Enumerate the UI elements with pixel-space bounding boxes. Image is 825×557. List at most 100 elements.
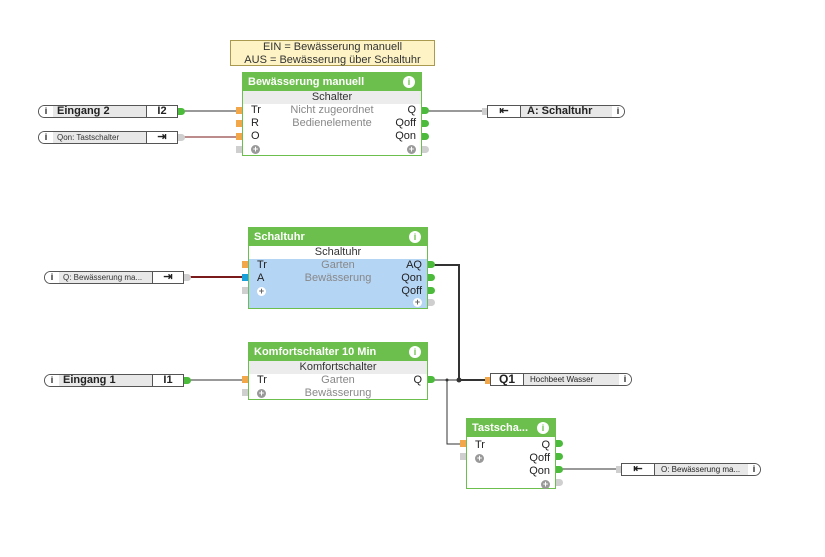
input-pin-tr[interactable] bbox=[242, 376, 248, 383]
output-pin-add[interactable] bbox=[556, 479, 563, 486]
input-ref-icon: ⇥ bbox=[152, 272, 183, 283]
output-label: A: Schaltuhr bbox=[527, 106, 593, 117]
info-icon[interactable]: i bbox=[45, 375, 59, 386]
output-label: Qoff bbox=[529, 452, 550, 464]
block-title: Schaltuhr bbox=[254, 231, 305, 243]
input-pin-tr[interactable] bbox=[242, 261, 248, 268]
add-input-icon[interactable]: + bbox=[475, 452, 484, 463]
output-pin-qoff[interactable] bbox=[428, 287, 435, 294]
output-pin[interactable] bbox=[184, 377, 191, 384]
assignment-label: Garten bbox=[321, 374, 355, 386]
output-label: Qoff bbox=[401, 285, 422, 297]
input-pin-tr[interactable] bbox=[236, 107, 242, 114]
input-label: Q: Bewässerung ma... bbox=[59, 272, 152, 283]
add-output-icon[interactable]: + bbox=[541, 478, 550, 489]
output-pin-qoff[interactable] bbox=[422, 120, 429, 127]
block-type: Komfortschalter bbox=[249, 361, 427, 374]
output-label: Qon bbox=[401, 272, 422, 284]
output-code: Q1 bbox=[491, 373, 524, 385]
output-o-bewaesserung[interactable]: ⇤ O: Bewässerung ma... i bbox=[621, 463, 761, 476]
input-pin-a[interactable] bbox=[242, 274, 248, 281]
input-code: I1 bbox=[152, 375, 183, 386]
input-pin-add[interactable] bbox=[242, 287, 248, 294]
input-eingang-2[interactable]: i Eingang 2 I2 bbox=[38, 105, 178, 118]
output-a-schaltuhr[interactable]: ⇤ A: Schaltuhr i bbox=[487, 105, 625, 118]
output-pin-add[interactable] bbox=[428, 299, 435, 306]
output-label: Qoff bbox=[395, 117, 416, 129]
info-icon[interactable]: i bbox=[403, 76, 415, 88]
info-icon[interactable]: i bbox=[409, 231, 421, 243]
input-label: Tr bbox=[251, 104, 261, 116]
assignment-label: Bedienelemente bbox=[292, 117, 372, 129]
input-label: Eingang 1 bbox=[59, 375, 152, 386]
note-line-2: AUS = Bewässerung über Schaltuhr bbox=[244, 54, 421, 66]
info-icon[interactable]: i bbox=[748, 464, 760, 475]
add-input-icon[interactable]: + bbox=[257, 387, 266, 398]
input-label: O bbox=[251, 130, 260, 142]
add-input-icon[interactable]: + bbox=[251, 143, 260, 154]
output-ref-icon: ⇤ bbox=[622, 464, 655, 475]
output-label: AQ bbox=[406, 259, 422, 271]
output-pin-q[interactable] bbox=[422, 107, 429, 114]
block-title: Komfortschalter 10 Min bbox=[254, 346, 377, 358]
output-pin[interactable] bbox=[178, 134, 185, 141]
add-output-icon[interactable]: + bbox=[407, 143, 416, 154]
block-title: Tastscha... bbox=[472, 422, 529, 434]
input-label: R bbox=[251, 117, 259, 129]
output-pin-q[interactable] bbox=[428, 376, 435, 383]
output-label: O: Bewässerung ma... bbox=[661, 465, 741, 474]
input-pin-add[interactable] bbox=[242, 389, 248, 396]
output-label: Hochbeet Wasser bbox=[530, 375, 594, 384]
note-line-1: EIN = Bewässerung manuell bbox=[262, 41, 403, 53]
output-pin[interactable] bbox=[178, 108, 185, 115]
add-output-icon[interactable]: + bbox=[413, 296, 422, 307]
input-pin-add[interactable] bbox=[236, 146, 242, 153]
info-icon[interactable]: i bbox=[39, 106, 53, 117]
input-pin[interactable] bbox=[616, 466, 622, 473]
block-title: Bewässerung manuell bbox=[248, 76, 365, 88]
info-icon[interactable]: i bbox=[409, 346, 421, 358]
output-ref-icon: ⇤ bbox=[488, 106, 521, 117]
input-q-bewaesserung[interactable]: i Q: Bewässerung ma... ⇥ bbox=[44, 271, 184, 284]
output-pin-qon[interactable] bbox=[556, 466, 563, 473]
add-input-icon[interactable]: + bbox=[257, 285, 266, 296]
comment-note[interactable]: EIN = Bewässerung manuell AUS = Bewässer… bbox=[230, 40, 435, 66]
output-pin-add[interactable] bbox=[422, 146, 429, 153]
input-pin-tr[interactable] bbox=[460, 440, 466, 447]
block-type: Schalter bbox=[243, 91, 421, 104]
output-q1[interactable]: Q1 Hochbeet Wasser i bbox=[490, 373, 632, 386]
info-icon[interactable]: i bbox=[612, 106, 624, 117]
wire-komfort-tast bbox=[446, 380, 462, 445]
assignment-label: Bewässerung bbox=[304, 387, 372, 399]
input-pin-r[interactable] bbox=[236, 120, 242, 127]
info-icon[interactable]: i bbox=[45, 272, 59, 283]
block-bewaesserung-manuell[interactable]: Bewässerung manuell i Schalter Tr Nicht zu… bbox=[242, 72, 422, 156]
input-label: Tr bbox=[257, 374, 267, 386]
input-code: I2 bbox=[146, 106, 177, 117]
assignment-label: Nicht zugeordnet bbox=[290, 104, 374, 116]
output-pin-qon[interactable] bbox=[428, 274, 435, 281]
assignment-label: Garten bbox=[321, 259, 355, 271]
input-qon-tastschalter[interactable]: i Qon: Tastschalter ⇥ bbox=[38, 131, 178, 144]
info-icon[interactable]: i bbox=[619, 374, 631, 385]
info-icon[interactable]: i bbox=[39, 132, 53, 143]
input-pin-o[interactable] bbox=[236, 133, 242, 140]
wire-junction bbox=[456, 377, 462, 383]
output-pin-qon[interactable] bbox=[422, 133, 429, 140]
input-eingang-1[interactable]: i Eingang 1 I1 bbox=[44, 374, 184, 387]
output-pin-qoff[interactable] bbox=[556, 453, 563, 460]
input-pin[interactable] bbox=[482, 108, 488, 115]
input-label: Tr bbox=[257, 259, 267, 271]
assignment-label: Bewässerung bbox=[304, 272, 372, 284]
output-label: Q bbox=[413, 374, 422, 386]
input-pin-add[interactable] bbox=[460, 453, 466, 460]
output-pin-aq[interactable] bbox=[428, 261, 435, 268]
output-pin-q[interactable] bbox=[556, 440, 563, 447]
input-pin[interactable] bbox=[485, 377, 491, 384]
info-icon[interactable]: i bbox=[537, 422, 549, 434]
output-pin[interactable] bbox=[184, 274, 191, 281]
